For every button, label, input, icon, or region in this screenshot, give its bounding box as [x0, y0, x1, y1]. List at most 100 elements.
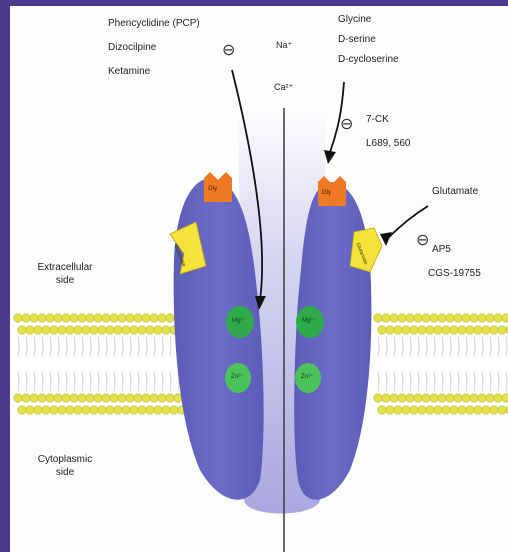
inhibit-icon-channel: ⊖ [222, 40, 235, 59]
lipid-head [26, 406, 34, 414]
lipid-head [502, 394, 508, 402]
lipid-head [94, 394, 102, 402]
lipid-head [94, 314, 102, 322]
lipid-head [494, 394, 502, 402]
lipid-head [470, 314, 478, 322]
lipid-head [82, 326, 90, 334]
lipid-head [82, 406, 90, 414]
lipid-head [106, 326, 114, 334]
lipid-head [406, 314, 414, 322]
lipid-head [110, 314, 118, 322]
lipid-head [42, 406, 50, 414]
lipid-head [410, 326, 418, 334]
lipid-head [50, 326, 58, 334]
lipid-head [430, 394, 438, 402]
lipid-head [14, 314, 22, 322]
lipid-head [390, 314, 398, 322]
lipid-head [498, 406, 506, 414]
lipid-head [438, 394, 446, 402]
lipid-head [142, 314, 150, 322]
lipid-head [434, 326, 442, 334]
pcp-site-right-label: Mg²⁺ [302, 318, 316, 326]
lipid-head [30, 314, 38, 322]
pcp-site-left-label: Mg²⁺ [232, 318, 246, 326]
lipid-head [414, 314, 422, 322]
lipid-head [386, 326, 394, 334]
lipid-head [398, 394, 406, 402]
lipid-head [462, 314, 470, 322]
lipid-head [118, 394, 126, 402]
lipid-head [150, 394, 158, 402]
lipid-head [494, 314, 502, 322]
lipid-head [98, 406, 106, 414]
lipid-head [486, 314, 494, 322]
lipid-head [158, 394, 166, 402]
lipid-head [66, 406, 74, 414]
lipid-head [126, 394, 134, 402]
lipid-head [442, 406, 450, 414]
extracellular-label-line2: side [30, 275, 100, 288]
lipid-head [158, 314, 166, 322]
lipid-head [446, 314, 454, 322]
lipid-head [22, 314, 30, 322]
lipid-head [442, 326, 450, 334]
lipid-head [138, 406, 146, 414]
antagonist-label-7ck: 7-CK [366, 114, 389, 127]
lipid-head [62, 314, 70, 322]
lipid-head [14, 394, 22, 402]
lipid-head [166, 314, 174, 322]
lipid-head [74, 406, 82, 414]
lipid-head [446, 394, 454, 402]
lipid-head [66, 326, 74, 334]
lipid-head [90, 406, 98, 414]
lipid-head [18, 406, 26, 414]
lipid-head [422, 394, 430, 402]
blocker-label-dizocilpine: Dizocilpine [108, 42, 156, 55]
antagonist-label-l689: L689, 560 [366, 138, 411, 151]
lipid-head [374, 314, 382, 322]
lipid-head [450, 406, 458, 414]
lipid-head [126, 314, 134, 322]
lipid-head [162, 406, 170, 414]
lipid-head [462, 394, 470, 402]
lipid-head [458, 326, 466, 334]
lipid-head [146, 326, 154, 334]
lipid-head [38, 394, 46, 402]
right-subunit [294, 182, 371, 500]
lipid-head [34, 326, 42, 334]
lipid-head [490, 326, 498, 334]
lipid-head [398, 314, 406, 322]
cytoplasmic-label: Cytoplasmic side [30, 454, 100, 479]
lipid-head [482, 406, 490, 414]
lipid-head [502, 314, 508, 322]
lipid-head [38, 314, 46, 322]
lipid-head [166, 394, 174, 402]
lipid-head [154, 406, 162, 414]
lipid-head [114, 406, 122, 414]
lipid-head [54, 394, 62, 402]
lipid-head [78, 394, 86, 402]
antagonist-label-ap5: AP5 [432, 244, 451, 257]
lipid-head [418, 406, 426, 414]
lipid-head [146, 406, 154, 414]
lipid-head [490, 406, 498, 414]
lipid-head [74, 326, 82, 334]
lipid-head [114, 326, 122, 334]
lipid-head [454, 314, 462, 322]
lipid-head [98, 326, 106, 334]
d-serine-label: D-serine [338, 34, 376, 47]
lipid-head [142, 394, 150, 402]
lipid-head [22, 394, 30, 402]
lipid-head [170, 406, 178, 414]
lipid-head [394, 326, 402, 334]
lipid-head [118, 314, 126, 322]
lipid-head [378, 406, 386, 414]
lipid-head [434, 406, 442, 414]
d-cycloserine-label: D-cycloserine [338, 54, 399, 67]
lipid-head [402, 406, 410, 414]
lipid-head [410, 406, 418, 414]
lipid-head [426, 326, 434, 334]
lipid-head [466, 406, 474, 414]
blocker-label-pcp: Phencyclidine (PCP) [108, 18, 200, 31]
